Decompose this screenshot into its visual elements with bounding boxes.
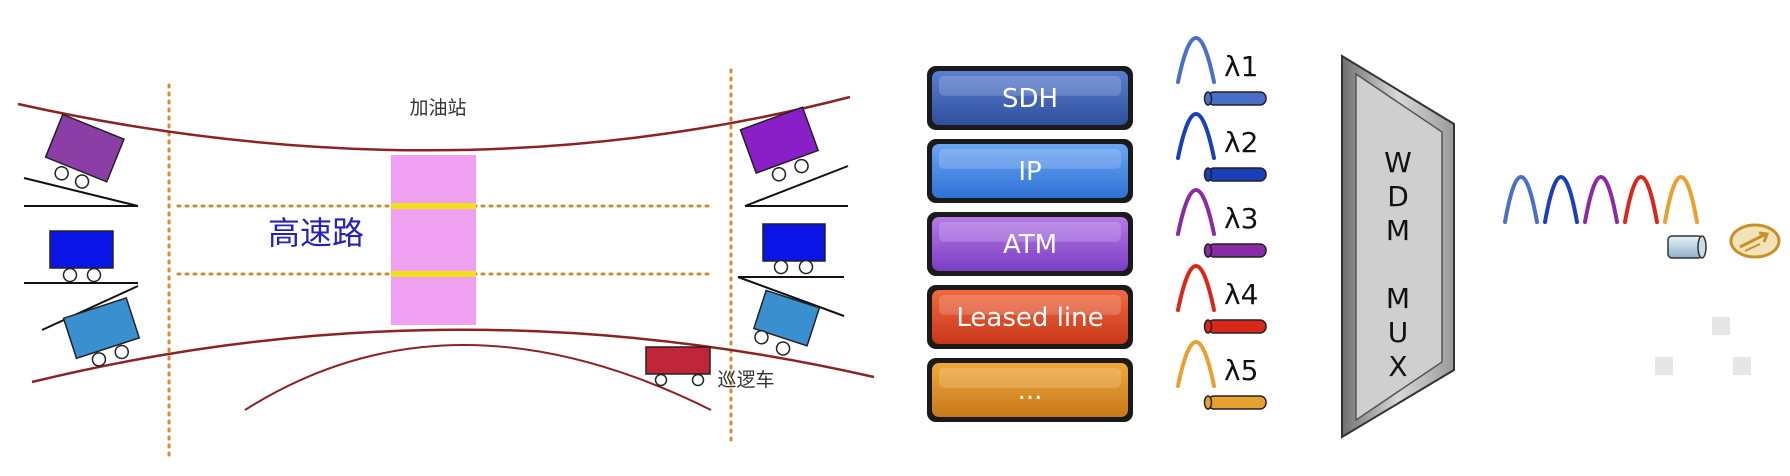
service-boxes: SDH IP ATM Leased line...: [927, 66, 1133, 422]
service-box-3: Leased line: [927, 285, 1133, 349]
service-box-fill: [932, 290, 1128, 344]
light-source-icon: [1729, 223, 1781, 259]
wavelength-label: λ1: [1224, 50, 1258, 83]
wavelength-5: λ5: [1176, 340, 1267, 410]
fiber-stub-end: [1203, 167, 1213, 182]
ramp-left-bottom-slope: [41, 285, 139, 331]
fiber-stub: [1207, 91, 1267, 106]
gas-station-block: [391, 155, 476, 325]
wavelength-label: λ4: [1224, 278, 1258, 311]
service-box-gloss: [939, 295, 1121, 315]
service-box-label: IP: [1018, 157, 1041, 187]
truck-left-top: [44, 113, 125, 189]
wave-arc: [1176, 188, 1216, 236]
wavelength-2: λ2: [1176, 112, 1267, 182]
fiber-stub: [1207, 243, 1267, 258]
ramp-right-bottom-slope: [737, 276, 845, 317]
service-box-gloss: [939, 368, 1121, 388]
mux-inner-face: [1355, 72, 1443, 422]
service-box-gloss: [939, 76, 1121, 96]
fiber-stub-end: [1203, 91, 1213, 106]
output-waves: [1503, 175, 1699, 224]
road-inner-curve: [244, 344, 712, 411]
wavelength-label: λ3: [1224, 202, 1258, 235]
fiber-stub-end: [1203, 243, 1213, 258]
fiber-stub-end: [1203, 395, 1213, 410]
mux-letter: U: [1388, 316, 1409, 349]
service-box-fill: [932, 217, 1128, 271]
service-box-1: IP: [927, 139, 1133, 203]
service-box-fill: [932, 71, 1128, 125]
truck-left-bottom: [62, 296, 141, 367]
fiber-stub: [1207, 395, 1267, 410]
wavelength-label: λ5: [1224, 354, 1258, 387]
road-top-edge: [17, 95, 851, 152]
mux-letter: M: [1386, 214, 1410, 247]
ramp-left-top: [23, 177, 139, 207]
service-box-gloss: [939, 149, 1121, 169]
fiber-stub: [1207, 319, 1267, 334]
output-wave-5: [1663, 175, 1699, 224]
service-box-2: ATM: [927, 212, 1133, 276]
mux-letter: W: [1384, 146, 1412, 179]
service-box-label: ATM: [1003, 230, 1057, 260]
service-box-label: SDH: [1002, 84, 1058, 114]
wave-arc: [1176, 36, 1216, 84]
toll-bar-bottom: [391, 271, 476, 277]
ramp-right-top: [744, 165, 849, 207]
patrol-car-label: 巡逻车: [717, 369, 774, 391]
wave-arc: [1176, 264, 1216, 312]
truck-right-top: [739, 106, 820, 182]
mux-letter: X: [1388, 350, 1407, 383]
output-fiber: [1667, 235, 1707, 259]
truck-right-bottom: [752, 289, 821, 356]
service-box-label: Leased line: [956, 303, 1103, 333]
wavelength-label: λ2: [1224, 126, 1258, 159]
service-box-label: ...: [1018, 376, 1043, 406]
faded-squares: [1655, 317, 1751, 375]
wavelength-4: λ4: [1176, 264, 1267, 334]
patrol-car: [645, 346, 711, 387]
highway-analogy: 加油站 高速路 巡逻车: [17, 68, 875, 462]
gas-station-label: 加油站: [409, 97, 466, 119]
wave-arc: [1176, 112, 1216, 160]
truck-left-middle: [49, 230, 114, 283]
mux-letter: D: [1387, 180, 1409, 213]
output-wave-1: [1503, 175, 1539, 224]
fiber-stub-end: [1203, 319, 1213, 334]
wavelength-list: λ1 λ2 λ3 λ4 λ5: [1176, 36, 1267, 410]
service-box-gloss: [939, 222, 1121, 242]
multiplexed-output: [1503, 175, 1781, 375]
wavelength-1: λ1: [1176, 36, 1267, 106]
road-bottom-edge: [31, 328, 875, 384]
output-wave-2: [1543, 175, 1579, 224]
service-box-0: SDH: [927, 66, 1133, 130]
fiber-stub: [1207, 167, 1267, 182]
service-box-4: ...: [927, 358, 1133, 422]
service-box-fill: [932, 363, 1128, 417]
mux-letter: M: [1386, 282, 1410, 315]
highway-label: 高速路: [268, 214, 364, 252]
output-wave-3: [1583, 175, 1619, 224]
toll-bar-top: [391, 203, 476, 209]
truck-right-middle: [762, 223, 826, 275]
output-wave-4: [1623, 175, 1659, 224]
wave-arc: [1176, 340, 1216, 388]
wavelength-3: λ3: [1176, 188, 1267, 258]
service-box-fill: [932, 144, 1128, 198]
